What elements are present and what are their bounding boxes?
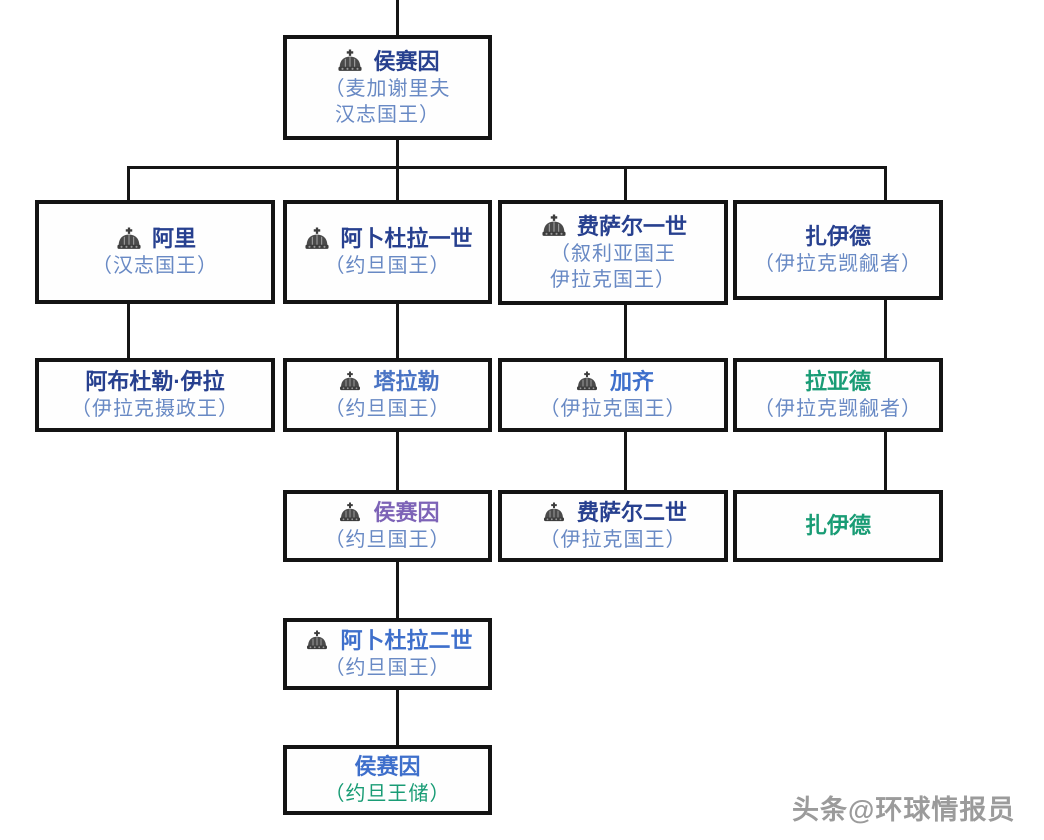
connector-line xyxy=(396,688,399,747)
connector-line xyxy=(396,138,399,169)
connector-line xyxy=(624,302,627,360)
person-title: 伊拉克国王） xyxy=(550,269,676,292)
person-name: 阿卜杜拉二世 xyxy=(340,628,473,654)
crown-icon xyxy=(114,227,144,251)
person-name: 费萨尔二世 xyxy=(576,500,687,526)
person-name: 阿卜杜拉一世 xyxy=(340,226,473,252)
connector-line xyxy=(884,166,887,202)
person-name: 塔拉勒 xyxy=(373,369,440,395)
person-title: （约旦国王） xyxy=(324,657,451,680)
connector-line xyxy=(884,298,887,360)
connector-line xyxy=(127,166,887,169)
connector-line xyxy=(624,430,627,492)
person-title: （约旦国王） xyxy=(324,255,451,278)
tree-node-hussein-prince: 侯赛因 （约旦王储） xyxy=(283,745,492,815)
connector-line xyxy=(396,0,399,36)
person-title: （汉志国王） xyxy=(92,255,218,278)
person-name: 费萨尔一世 xyxy=(576,213,687,239)
tree-node-abdul-ilah: 阿布杜勒·伊拉 （伊拉克摄政王） xyxy=(35,358,275,432)
tree-node-hussein-sharif: 侯赛因 （麦加谢里夫 汉志国王） xyxy=(283,35,492,140)
connector-line xyxy=(884,430,887,492)
crown-icon xyxy=(572,370,602,394)
tree-node-zaid-sr: 扎伊德 （伊拉克觊觎者） xyxy=(733,200,943,300)
person-title: （伊拉克国王） xyxy=(539,529,687,552)
person-name: 扎伊德 xyxy=(804,224,871,250)
connector-line xyxy=(396,302,399,360)
person-title: （约旦国王） xyxy=(324,398,451,421)
crown-icon xyxy=(539,501,569,525)
tree-node-ali: 阿里 （汉志国王） xyxy=(35,200,275,304)
person-name: 侯赛因 xyxy=(354,754,421,780)
tree-node-hussein-jordan: 侯赛因 （约旦国王） xyxy=(283,490,492,562)
person-name: 加齐 xyxy=(609,369,654,395)
tree-node-abdullah2: 阿卜杜拉二世 （约旦国王） xyxy=(283,618,492,690)
person-name: 拉亚德 xyxy=(804,369,871,395)
crown-icon xyxy=(335,501,365,525)
crown-icon xyxy=(335,49,365,73)
person-name: 阿里 xyxy=(151,226,196,252)
crown-icon xyxy=(539,214,569,238)
connector-line xyxy=(396,430,399,492)
connector-line xyxy=(127,166,130,202)
connector-line xyxy=(624,166,627,202)
tree-node-faisal1: 费萨尔一世 （叙利亚国王 伊拉克国王） xyxy=(498,200,728,305)
tree-node-zaid-jr: 扎伊德 xyxy=(733,490,943,562)
tree-node-ghazi: 加齐 （伊拉克国王） xyxy=(498,358,728,432)
crown-icon xyxy=(335,370,365,394)
person-title: （伊拉克国王） xyxy=(539,398,687,421)
person-title: （麦加谢里夫 xyxy=(324,77,451,100)
crown-icon xyxy=(302,227,332,251)
connector-line xyxy=(396,166,399,202)
connector-line xyxy=(396,560,399,620)
person-name: 阿布杜勒·伊拉 xyxy=(85,369,225,395)
person-title: （伊拉克摄政王） xyxy=(71,398,239,421)
person-title: （约旦国王） xyxy=(324,529,451,552)
tree-node-faisal2: 费萨尔二世 （伊拉克国王） xyxy=(498,490,728,562)
person-title: （伊拉克觊觎者） xyxy=(754,253,922,276)
person-name: 侯赛因 xyxy=(373,48,440,74)
person-title: （叙利亚国王 xyxy=(550,242,676,265)
person-title: （伊拉克觊觎者） xyxy=(754,398,922,421)
watermark: 头条@环球情报员 xyxy=(792,795,1016,825)
tree-node-raad: 拉亚德 （伊拉克觊觎者） xyxy=(733,358,943,432)
person-title: 汉志国王） xyxy=(335,104,440,127)
crown-icon xyxy=(302,629,332,653)
tree-node-abdullah1: 阿卜杜拉一世 （约旦国王） xyxy=(283,200,492,304)
person-title: （约旦王储） xyxy=(324,783,451,806)
connector-line xyxy=(127,302,130,360)
person-name: 扎伊德 xyxy=(804,513,871,539)
tree-node-talal: 塔拉勒 （约旦国王） xyxy=(283,358,492,432)
person-name: 侯赛因 xyxy=(373,500,440,526)
